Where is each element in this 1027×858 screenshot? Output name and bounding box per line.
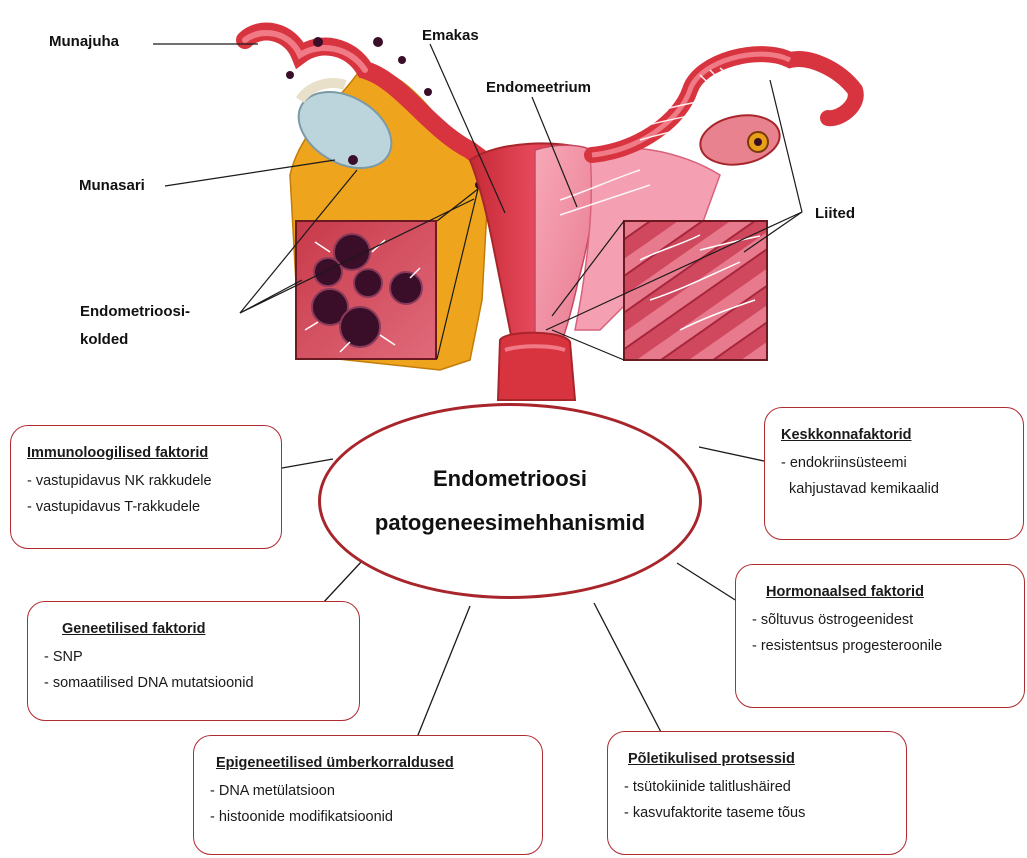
box-item: - resistentsus progesteroonile <box>752 633 1014 659</box>
label-endomeetrium: Endomeetrium <box>486 79 591 96</box>
inset-lesions <box>296 221 436 359</box>
box-title: Hormonaalsed faktorid <box>752 579 1014 605</box>
box-genetic: Geneetilised faktorid - SNP - somaatilis… <box>27 601 360 721</box>
box-item: - endokriinsüsteemi <box>781 450 1013 476</box>
cervix <box>498 333 575 400</box>
box-item: - SNP <box>44 644 349 670</box>
label-kolded-1: Endometrioosi- <box>80 303 190 320</box>
label-liited: Liited <box>815 205 855 222</box>
box-item: - sõltuvus östrogeenidest <box>752 607 1014 633</box>
center-title-line2: patogeneesimehhanismid <box>375 501 645 545</box>
box-title: Keskkonnafaktorid <box>781 422 1013 448</box>
inset-adhesions <box>624 221 767 360</box>
center-ellipse: Endometrioosi patogeneesimehhanismid <box>318 403 702 599</box>
box-item: - vastupidavus T-rakkudele <box>27 494 271 520</box>
box-title: Geneetilised faktorid <box>44 616 349 642</box>
box-item: - kasvufaktorite taseme tõus <box>624 800 896 826</box>
box-hormonal: Hormonaalsed faktorid - sõltuvus östroge… <box>735 564 1025 708</box>
box-item: - somaatilised DNA mutatsioonid <box>44 670 349 696</box>
box-immunological: Immunoloogilised faktorid - vastupidavus… <box>10 425 282 549</box>
box-environmental: Keskkonnafaktorid - endokriinsüsteemi ka… <box>764 407 1024 540</box>
box-title: Epigeneetilised ümberkorraldused <box>210 750 532 776</box>
label-munasari: Munasari <box>79 177 145 194</box>
center-title-line1: Endometrioosi <box>433 457 587 501</box>
label-munajuha: Munajuha <box>49 33 119 50</box>
ovary-right <box>696 109 783 170</box>
box-title: Immunoloogilised faktorid <box>27 440 271 466</box>
box-item: - tsütokiinide talitlushäired <box>624 774 896 800</box>
label-emakas: Emakas <box>422 27 479 44</box>
box-item: - DNA metülatsioon <box>210 778 532 804</box>
box-item: kahjustavad kemikaalid <box>781 476 1013 502</box>
box-item: - histoonide modifikatsioonid <box>210 804 532 830</box>
label-kolded-2: kolded <box>80 331 128 348</box>
box-epigenetic: Epigeneetilised ümberkorraldused - DNA m… <box>193 735 543 855</box>
box-title: Põletikulised protsessid <box>624 746 896 772</box>
box-item: - vastupidavus NK rakkudele <box>27 468 271 494</box>
box-inflammatory: Põletikulised protsessid - tsütokiinide … <box>607 731 907 855</box>
